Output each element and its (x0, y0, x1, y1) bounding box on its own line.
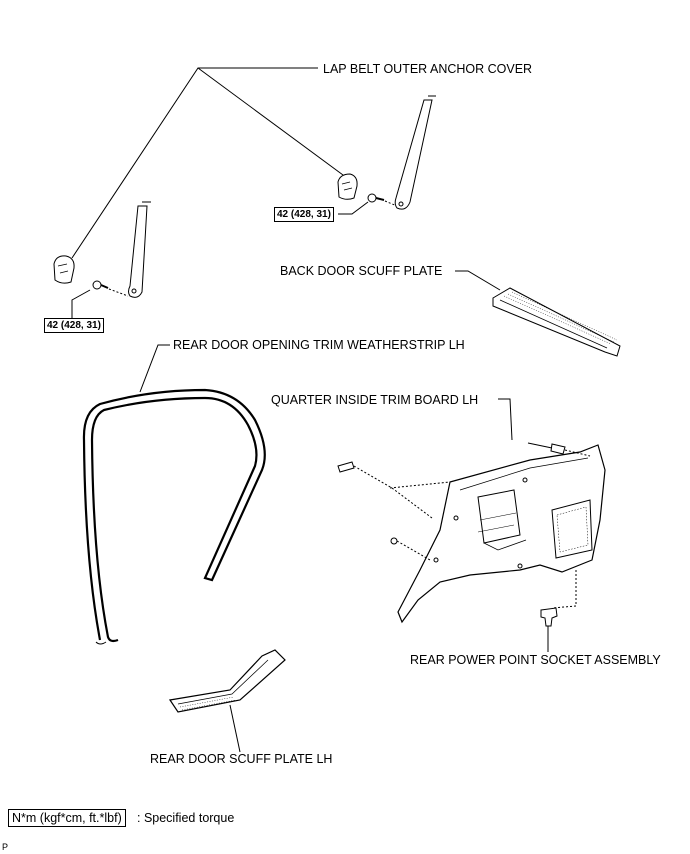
quarter-inside-trim-board (397, 444, 606, 624)
leader-lines (71, 67, 549, 753)
trim-clip-lower (390, 537, 431, 561)
rear-door-weatherstrip (82, 388, 266, 645)
rear-door-scuff-plate (168, 649, 286, 713)
label-rear-power-point-socket: REAR POWER POINT SOCKET ASSEMBLY (410, 653, 661, 667)
upper-seat-belt (394, 95, 436, 210)
lower-seat-belt (128, 201, 151, 298)
upper-anchor-cover (337, 173, 358, 200)
label-lap-belt-outer-anchor-cover: LAP BELT OUTER ANCHOR COVER (323, 62, 533, 76)
legend-torque-meaning: : Specified torque (137, 811, 235, 825)
power-point-socket (540, 607, 558, 627)
torque-spec-upper: 42 (428, 31) (274, 207, 334, 222)
lower-bolt (92, 280, 129, 297)
trim-screw-top (527, 442, 591, 457)
torque-spec-lower: 42 (428, 31) (44, 318, 104, 333)
label-rear-door-opening-trim-weatherstrip: REAR DOOR OPENING TRIM WEATHERSTRIP LH (173, 338, 465, 352)
upper-bolt (367, 193, 398, 207)
trim-clip-left (337, 461, 433, 519)
legend-torque-unit: N*m (kgf*cm, ft.*lbf) (8, 809, 126, 827)
label-back-door-scuff-plate: BACK DOOR SCUFF PLATE (280, 264, 443, 278)
lower-anchor-cover (53, 255, 75, 284)
label-quarter-inside-trim-board: QUARTER INSIDE TRIM BOARD LH (271, 393, 479, 407)
figure-code: P (2, 842, 9, 852)
back-door-scuff-plate (492, 287, 621, 357)
label-rear-door-scuff-plate: REAR DOOR SCUFF PLATE LH (150, 752, 333, 766)
